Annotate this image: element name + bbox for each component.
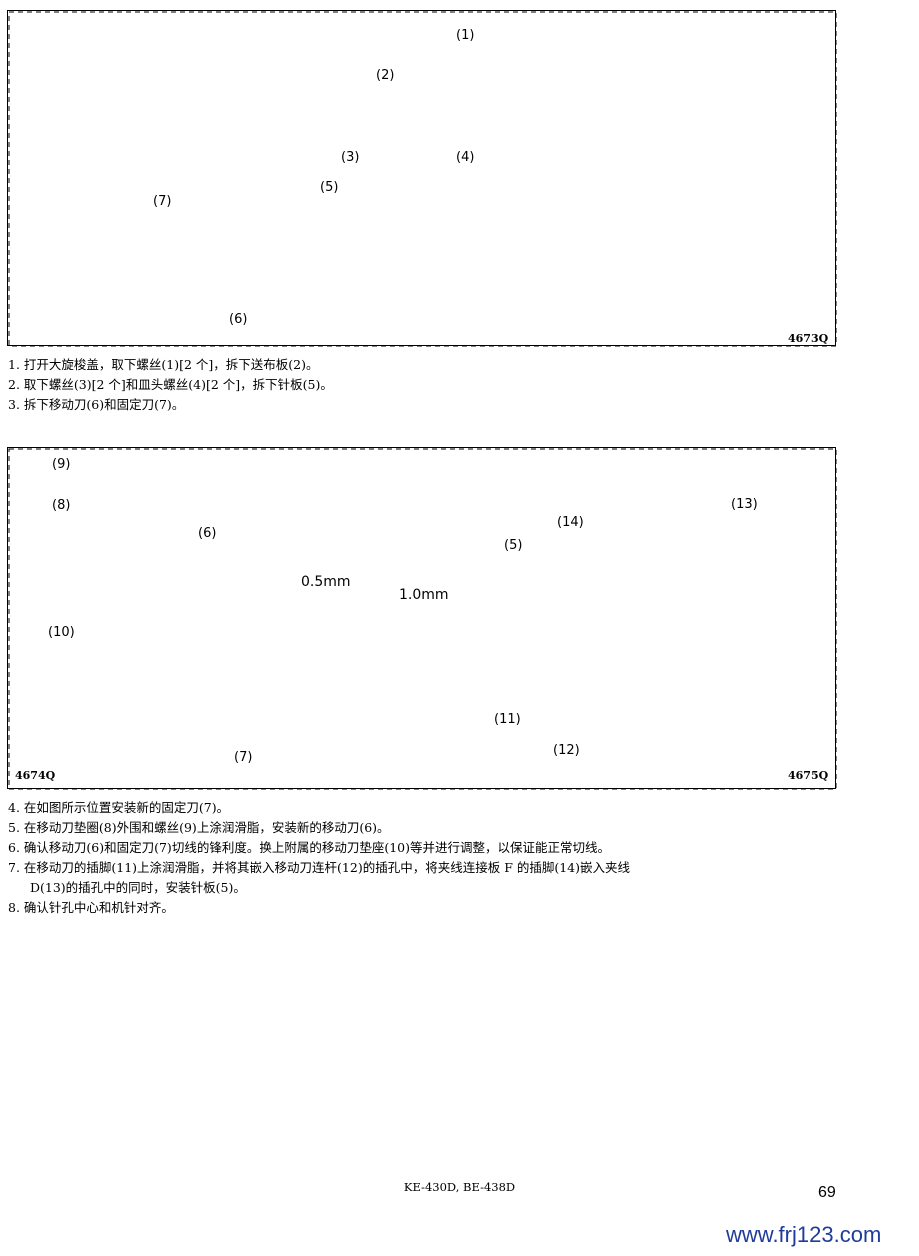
instruction-step: 4. 在如图所示位置安装新的固定刀(7)。 — [8, 800, 230, 815]
figure-code: 4673Q — [788, 332, 829, 345]
instruction-step: 1. 打开大旋梭盖，取下螺丝(1)[2 个]，拆下送布板(2)。 — [8, 357, 319, 372]
callout-label: (9) — [52, 457, 71, 472]
callout-label: (4) — [456, 150, 475, 165]
callout-label: (7) — [153, 194, 172, 209]
figure-placeholder-outline — [8, 11, 837, 347]
figure-code: 4675Q — [788, 769, 829, 782]
page-number: 69 — [818, 1184, 836, 1201]
instruction-step-continuation: D(13)的插孔中的同时，安装针板(5)。 — [30, 880, 246, 895]
callout-label: (8) — [52, 498, 71, 513]
callout-label: (7) — [234, 750, 253, 765]
instruction-list: 4. 在如图所示位置安装新的固定刀(7)。 5. 在移动刀垫圈(8)外围和螺丝(… — [8, 798, 888, 918]
dimension-label: 0.5mm — [301, 574, 351, 590]
instruction-step: 3. 拆下移动刀(6)和固定刀(7)。 — [8, 397, 185, 412]
callout-label: (1) — [456, 28, 475, 43]
callout-label: (10) — [48, 625, 75, 640]
instruction-step: 5. 在移动刀垫圈(8)外围和螺丝(9)上涂润滑脂，安装新的移动刀(6)。 — [8, 820, 390, 835]
callout-label: (5) — [504, 538, 523, 553]
watermark-text: www.frj123.com — [726, 1222, 882, 1247]
instruction-step: 7. 在移动刀的插脚(11)上涂润滑脂，并将其嵌入移动刀连杆(12)的插孔中，将… — [8, 860, 630, 875]
instruction-list: 1. 打开大旋梭盖，取下螺丝(1)[2 个]，拆下送布板(2)。 2. 取下螺丝… — [8, 355, 333, 415]
callout-label: (11) — [494, 712, 521, 727]
callout-label: (13) — [731, 497, 758, 512]
figure-placeholder-outline — [8, 448, 837, 790]
figure-code: 4674Q — [15, 769, 56, 782]
figure-needle-plate-removal: (1) (2) (3) (4) (5) (6) (7) 4673Q — [7, 10, 837, 347]
figure-knife-installation: (9) (8) (6) (10) (7) 0.5mm 1.0mm (14) (1… — [7, 447, 837, 790]
callout-label: (5) — [320, 180, 339, 195]
callout-label: (6) — [229, 312, 248, 327]
callout-label: (14) — [557, 515, 584, 530]
callout-label: (12) — [553, 743, 580, 758]
instruction-step: 8. 确认针孔中心和机针对齐。 — [8, 900, 174, 915]
instruction-step: 6. 确认移动刀(6)和固定刀(7)切线的锋利度。换上附属的移动刀垫座(10)等… — [8, 840, 610, 855]
dimension-label: 1.0mm — [399, 587, 449, 603]
callout-label: (3) — [341, 150, 360, 165]
callout-label: (2) — [376, 68, 395, 83]
callout-label: (6) — [198, 526, 217, 541]
footer-model-name: KE-430D, BE-438D — [403, 1180, 516, 1194]
instruction-step: 2. 取下螺丝(3)[2 个]和皿头螺丝(4)[2 个]，拆下针板(5)。 — [8, 377, 333, 392]
